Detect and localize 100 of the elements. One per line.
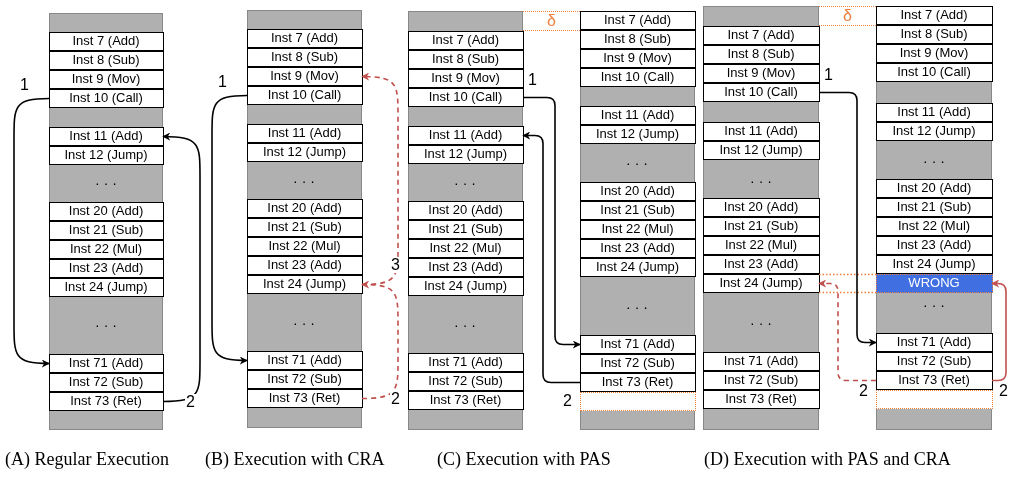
instruction-slot: Inst 71 (Add) [875, 332, 993, 352]
instruction-slot: Inst 12 (Jump) [702, 140, 820, 160]
instruction-slot: Inst 9 (Mov) [579, 48, 696, 68]
instruction-slot: Inst 9 (Mov) [48, 69, 164, 89]
arrow [361, 72, 399, 286]
instruction-slot: Inst 72 (Sub) [407, 371, 524, 391]
instruction-slot: Inst 23 (Add) [702, 254, 820, 274]
instruction-slot: Inst 11 (Add) [48, 126, 164, 146]
instruction-slot: Inst 22 (Mul) [702, 235, 820, 255]
instruction-slot: Inst 12 (Jump) [875, 121, 993, 141]
instruction-slot: Inst 7 (Add) [48, 31, 164, 51]
ellipsis: · · · [292, 316, 316, 330]
instruction-slot: Inst 21 (Sub) [875, 197, 993, 217]
instruction-slot: Inst 22 (Mul) [407, 238, 524, 258]
instruction-slot: Inst 11 (Add) [579, 105, 696, 125]
instruction-slot: Inst 9 (Mov) [246, 66, 363, 86]
memory-column [703, 6, 819, 430]
instruction-slot: Inst 22 (Mul) [579, 219, 696, 239]
instruction-slot: Inst 7 (Add) [702, 25, 820, 45]
instruction-slot: Inst 24 (Jump) [875, 254, 993, 274]
ellipsis: · · · [625, 156, 649, 170]
instruction-slot: Inst 21 (Sub) [702, 216, 820, 236]
instruction-slot: Inst 73 (Ret) [407, 390, 524, 410]
instruction-slot: Inst 24 (Jump) [246, 274, 363, 294]
arrow [211, 94, 248, 365]
instruction-slot: Inst 8 (Sub) [875, 24, 993, 44]
instruction-slot: Inst 7 (Add) [246, 28, 363, 48]
edge-label: 1 [217, 73, 228, 90]
instruction-slot: Inst 8 (Sub) [48, 50, 164, 70]
instruction-slot: Inst 8 (Sub) [579, 29, 696, 49]
edge-label: 2 [858, 382, 869, 399]
instruction-slot: Inst 71 (Add) [702, 351, 820, 371]
instruction-slot: Inst 9 (Mov) [407, 68, 524, 88]
arrow [522, 96, 581, 349]
edge-label: 2 [390, 390, 401, 407]
instruction-slot: Inst 11 (Add) [246, 123, 363, 143]
arrow [991, 279, 1007, 382]
instruction-slot: Inst 71 (Add) [407, 352, 524, 372]
arrow [162, 132, 201, 403]
instruction-slot: Inst 8 (Sub) [407, 49, 524, 69]
instruction-slot: Inst 9 (Mov) [875, 43, 993, 63]
instruction-slot: Inst 7 (Add) [875, 5, 993, 25]
instruction-slot: Inst 10 (Call) [579, 67, 696, 87]
ellipsis: · · · [94, 176, 118, 190]
instruction-slot: Inst 11 (Add) [407, 125, 524, 145]
instruction-slot: Inst 21 (Sub) [48, 220, 164, 240]
instruction-slot: Inst 23 (Add) [48, 258, 164, 278]
instruction-slot: Inst 22 (Mul) [875, 216, 993, 236]
instruction-slot: Inst 10 (Call) [875, 62, 993, 82]
instruction-slot: Inst 12 (Jump) [579, 124, 696, 144]
arrow [818, 91, 877, 347]
instruction-slot: Inst 21 (Sub) [246, 217, 363, 237]
instruction-slot: Inst 24 (Jump) [579, 257, 696, 277]
instruction-slot: Inst 23 (Add) [579, 238, 696, 258]
instruction-slot: Inst 22 (Mul) [246, 236, 363, 256]
instruction-slot: Inst 23 (Add) [875, 235, 993, 255]
edge-label: 2 [998, 382, 1009, 399]
instruction-slot: Inst 10 (Call) [407, 87, 524, 107]
edge-label: 3 [390, 256, 401, 273]
instruction-slot: Inst 20 (Add) [875, 178, 993, 198]
instruction-slot: Inst 8 (Sub) [246, 47, 363, 67]
ellipsis: · · · [292, 174, 316, 188]
edge-label: 1 [823, 66, 834, 83]
instruction-slot: Inst 9 (Mov) [702, 63, 820, 83]
instruction-slot: Inst 24 (Jump) [407, 276, 524, 296]
ellipsis: · · · [922, 154, 946, 168]
instruction-slot: Inst 10 (Call) [702, 82, 820, 102]
ellipsis: · · · [749, 316, 773, 330]
instruction-slot: Inst 72 (Sub) [579, 353, 696, 373]
ellipsis: · · · [625, 300, 649, 314]
ellipsis: · · · [749, 174, 773, 188]
subfigure-caption: (B) Execution with CRA [205, 448, 386, 470]
arrow [361, 280, 399, 400]
subfigure-caption: (D) Execution with PAS and CRA [704, 448, 952, 470]
memory-column [247, 10, 362, 428]
instruction-slot: Inst 73 (Ret) [48, 391, 164, 411]
edge-label: 1 [19, 76, 30, 93]
instruction-slot: Inst 20 (Add) [407, 200, 524, 220]
instruction-slot: Inst 20 (Add) [702, 197, 820, 217]
empty-slot [875, 389, 993, 409]
memory-column [876, 6, 992, 430]
instruction-slot: Inst 7 (Add) [407, 30, 524, 50]
empty-slot [579, 391, 696, 411]
instruction-slot: Inst 72 (Sub) [246, 369, 363, 389]
instruction-slot: Inst 7 (Add) [579, 10, 696, 30]
ellipsis: · · · [453, 318, 477, 332]
arrow [818, 279, 877, 382]
instruction-slot: Inst 24 (Jump) [48, 277, 164, 297]
instruction-slot: Inst 12 (Jump) [48, 145, 164, 165]
memory-column [580, 11, 695, 430]
instruction-slot: Inst 73 (Ret) [702, 389, 820, 409]
ellipsis: · · · [922, 298, 946, 312]
instruction-slot: Inst 72 (Sub) [48, 372, 164, 392]
instruction-slot: Inst 11 (Add) [702, 121, 820, 141]
instruction-slot: Inst 21 (Sub) [579, 200, 696, 220]
instruction-slot: Inst 22 (Mul) [48, 239, 164, 259]
instruction-slot: Inst 20 (Add) [579, 181, 696, 201]
instruction-slot: Inst 20 (Add) [246, 198, 363, 218]
edge-label: 2 [185, 393, 196, 410]
edge-label: 2 [562, 392, 573, 409]
